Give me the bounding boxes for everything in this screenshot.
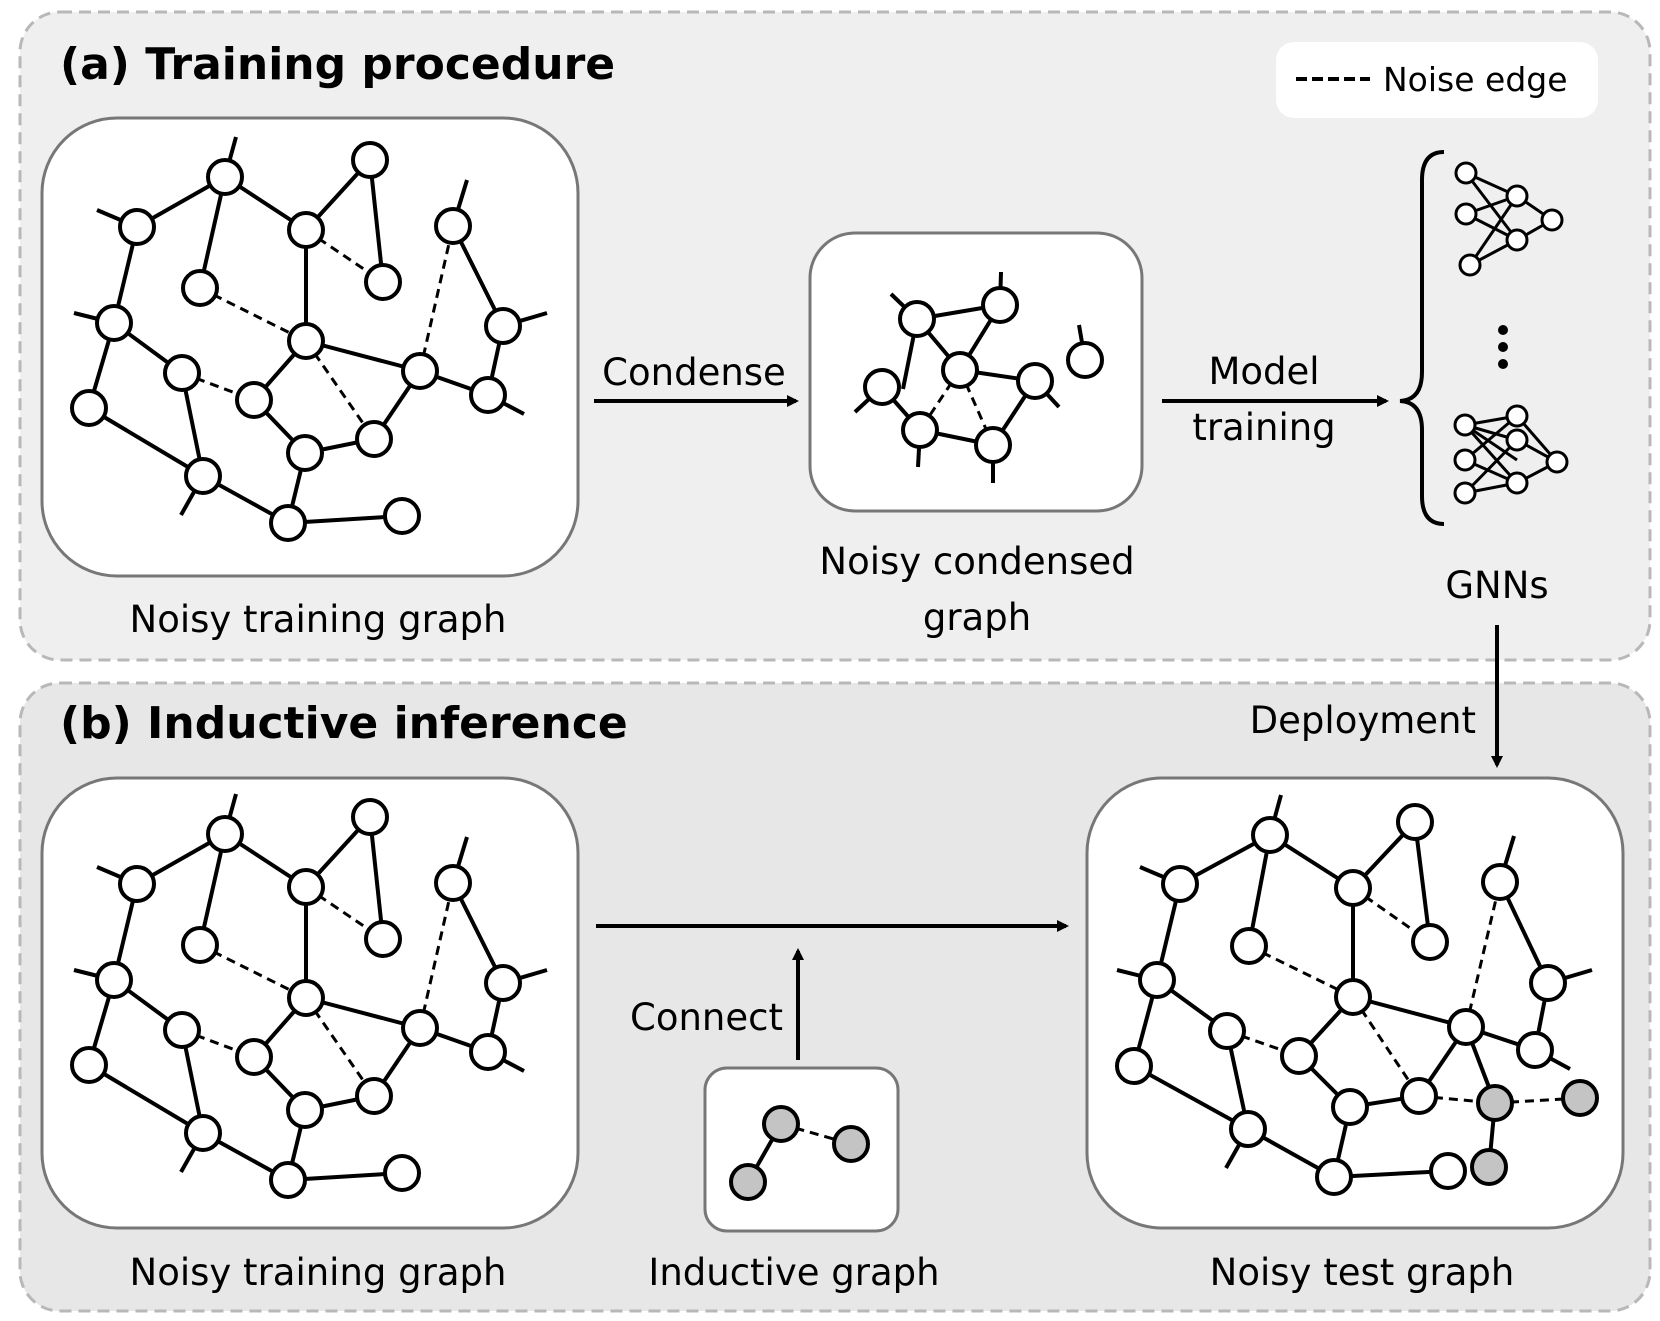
- noisy-test-graph-label: Noisy test graph: [1210, 1251, 1515, 1294]
- legend-noise-edge-label: Noise edge: [1383, 60, 1568, 99]
- gnn-network-icon-1: [1454, 161, 1564, 277]
- training-panel-title: (a) Training procedure: [60, 39, 615, 90]
- model-training-label-line1: Model: [1208, 350, 1319, 393]
- noisy-test-graph: [1115, 794, 1599, 1196]
- legend: Noise edge: [1276, 42, 1598, 118]
- noisy-condensed-graph: [853, 271, 1104, 483]
- condense-label: Condense: [602, 351, 786, 394]
- deployment-label: Deployment: [1250, 699, 1476, 742]
- noisy-training-graph-b-label: Noisy training graph: [130, 1251, 507, 1294]
- inductive-graph: [729, 1105, 870, 1201]
- connect-label: Connect: [630, 996, 783, 1039]
- inference-panel-title: (b) Inductive inference: [60, 698, 628, 749]
- noisy-condensed-graph-label-line1: Noisy condensed: [819, 540, 1134, 583]
- inductive-graph-label: Inductive graph: [648, 1251, 939, 1294]
- model-training-label-line2: training: [1192, 406, 1335, 449]
- gnn-network-icon-2: [1453, 404, 1569, 505]
- gnns-label: GNNs: [1445, 564, 1548, 607]
- gnn-brace: [1399, 150, 1445, 526]
- noisy-training-graph-a-label: Noisy training graph: [130, 598, 507, 641]
- noisy-condensed-graph-label-line2: graph: [923, 596, 1031, 639]
- gnn-ellipsis: [1498, 325, 1508, 369]
